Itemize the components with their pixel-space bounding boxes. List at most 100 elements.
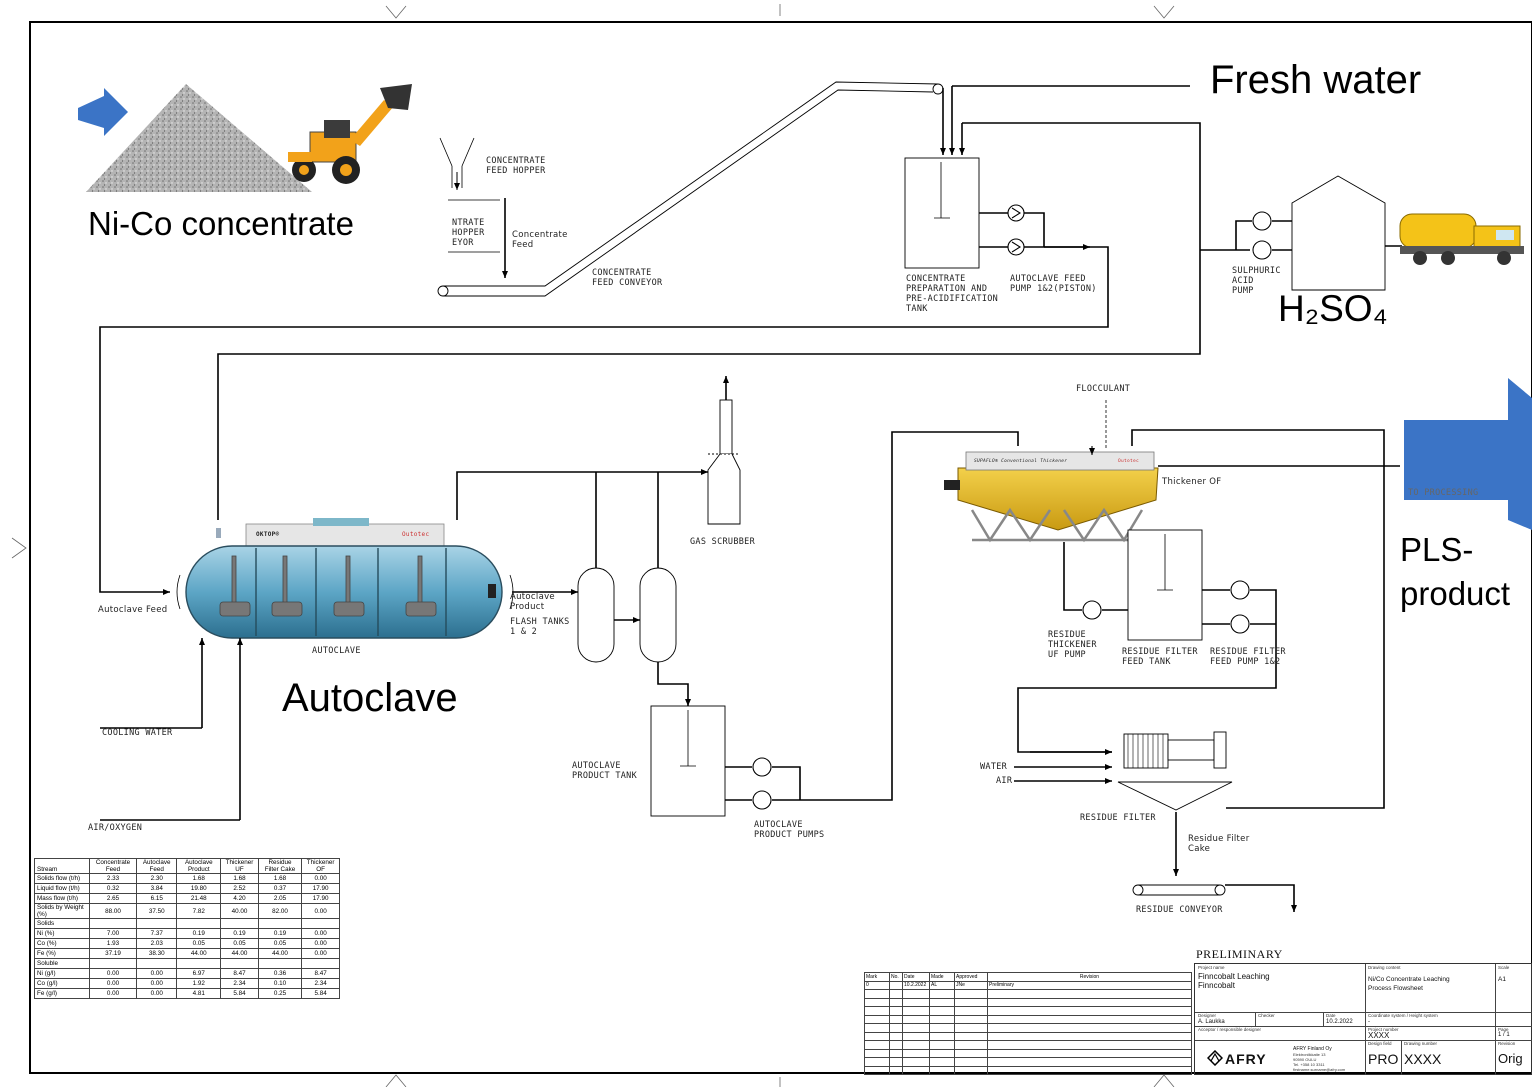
row-label: Fe (%) [34, 948, 90, 959]
table-cell [301, 918, 340, 929]
concentrate-feed-hopper-label: CONCENTRATE FEED HOPPER [486, 156, 546, 176]
table-cell [220, 958, 259, 969]
table-cell: 0.05 [176, 938, 222, 949]
table-header: Thickener UF [220, 858, 259, 874]
prep-tank-icon [904, 157, 980, 269]
table-cell [136, 918, 178, 929]
tanker-truck-icon [1399, 213, 1524, 265]
title-block: Project name Finncobalt Leaching Finncob… [1194, 963, 1532, 1075]
gas-scrubber-icon [707, 399, 741, 525]
coordinate-value: - [1368, 1019, 1370, 1025]
blue-arrow-icon [78, 88, 128, 136]
table-cell: 17.90 [301, 893, 340, 904]
revision-cell: Preliminary [987, 980, 1192, 990]
table-cell: 21.48 [176, 893, 222, 904]
afry-logo-icon [1207, 1050, 1223, 1066]
thickener-icon [944, 451, 1159, 543]
revision-empty-row [864, 1048, 1192, 1058]
feed-hopper-icon [439, 137, 475, 188]
autoclave-feed-pump-label: AUTOCLAVE FEED PUMP 1&2(PISTON) [1010, 274, 1097, 294]
table-cell: 0.19 [176, 928, 222, 939]
residue-filter-feed-pump-icon [1230, 580, 1250, 634]
table-cell: 4.20 [220, 893, 259, 904]
table-cell: 1.92 [176, 978, 222, 989]
acid-storage-tank-icon [1291, 175, 1386, 291]
table-cell: 0.05 [257, 938, 303, 949]
project-number-label: Project number [1368, 1027, 1399, 1032]
table-cell: 0.00 [301, 873, 340, 884]
table-header: Autoclave Product [176, 858, 222, 874]
concentrate-feed-label: Concentrate Feed [512, 230, 568, 250]
revision-empty-row [864, 989, 1192, 999]
table-row: Soluble [34, 958, 340, 969]
table-cell: 2.03 [136, 938, 178, 949]
row-label: Co (g/l) [34, 978, 90, 989]
pls-product-label: PLS- product [1400, 531, 1511, 612]
revision-empty-row [864, 1065, 1192, 1075]
table-header: No. [889, 972, 903, 982]
project-name-label: Project name [1198, 965, 1225, 970]
autoclave-plate-brand: OKTOP® [256, 531, 280, 538]
table-cell: 44.00 [220, 948, 259, 959]
table-cell: 0.00 [88, 978, 138, 989]
sulphuric-acid-pump-icon [1252, 211, 1272, 260]
table-cell: 0.32 [88, 883, 138, 894]
residue-thickener-uf-pump-label: RESIDUE THICKENER UF PUMP [1048, 630, 1097, 660]
page-label: Page [1498, 1027, 1509, 1032]
project-number-value: XXXX [1368, 1031, 1390, 1040]
thickener-plate-brand: SUPAFLO® Conventional Thickener [974, 459, 1068, 464]
table-cell: 7.37 [136, 928, 178, 939]
wheel-loader-icon [288, 84, 412, 184]
revision-label: Revision [1498, 1041, 1516, 1046]
mass-balance-header-row: Stream Concentrate Feed Autoclave Feed A… [34, 858, 340, 874]
table-header: Made [929, 972, 955, 982]
table-cell: 4.81 [176, 988, 222, 999]
table-cell: 8.47 [220, 968, 259, 979]
table-cell: 44.00 [257, 948, 303, 959]
autoclave-product-label: Autoclave Product [510, 592, 555, 612]
flocculant-label: FLOCCULANT [1076, 384, 1131, 394]
table-cell: 82.00 [257, 903, 303, 919]
drawing-content: Ni/Co Concentrate Leaching Process Flows… [1368, 976, 1450, 992]
table-cell: 19.80 [176, 883, 222, 894]
table-cell [257, 918, 303, 929]
revision-header-row: Mark No. Date Made Approved Revision [864, 972, 1192, 982]
revision-empty-row [864, 1023, 1192, 1033]
table-header: Date [902, 972, 930, 982]
design-field-label: Design field [1368, 1041, 1392, 1046]
table-cell: 0.00 [136, 968, 178, 979]
fresh-water-label: Fresh water [1210, 58, 1422, 102]
page-value: 1 / 1 [1498, 1032, 1510, 1038]
table-header: Residue Filter Cake [257, 858, 303, 874]
date-label: Date [1326, 1013, 1336, 1018]
row-label: Liquid flow (t/h) [34, 883, 90, 894]
table-cell: 2.05 [257, 893, 303, 904]
scale-label: Scale [1498, 965, 1510, 970]
table-cell: 7.00 [88, 928, 138, 939]
drawing-frame [29, 21, 1532, 1074]
date-value: 10.2.2022 [1326, 1019, 1353, 1025]
row-label: Solids flow (t/h) [34, 873, 90, 884]
table-header: Concentrate Feed [88, 858, 138, 874]
row-label: Solids [34, 918, 90, 929]
table-cell: 1.68 [176, 873, 222, 884]
revision-empty-row [864, 1040, 1192, 1050]
concentrate-pile-icon [86, 84, 312, 192]
design-field-value: PRO [1368, 1051, 1399, 1067]
table-cell: 3.84 [136, 883, 178, 894]
revision-cell: AL [929, 980, 955, 990]
concentrate-feed-conveyor-label: CONCENTRATE FEED CONVEYOR [592, 268, 663, 288]
autoclave-plate-company: Outotec [402, 531, 430, 538]
residue-filter-feed-tank-label: RESIDUE FILTER FEED TANK [1122, 647, 1198, 667]
row-label: Ni (g/l) [34, 968, 90, 979]
table-cell: 0.00 [88, 988, 138, 999]
row-label: Ni (%) [34, 928, 90, 939]
revision-cell: 10.2.2022 [902, 980, 930, 990]
